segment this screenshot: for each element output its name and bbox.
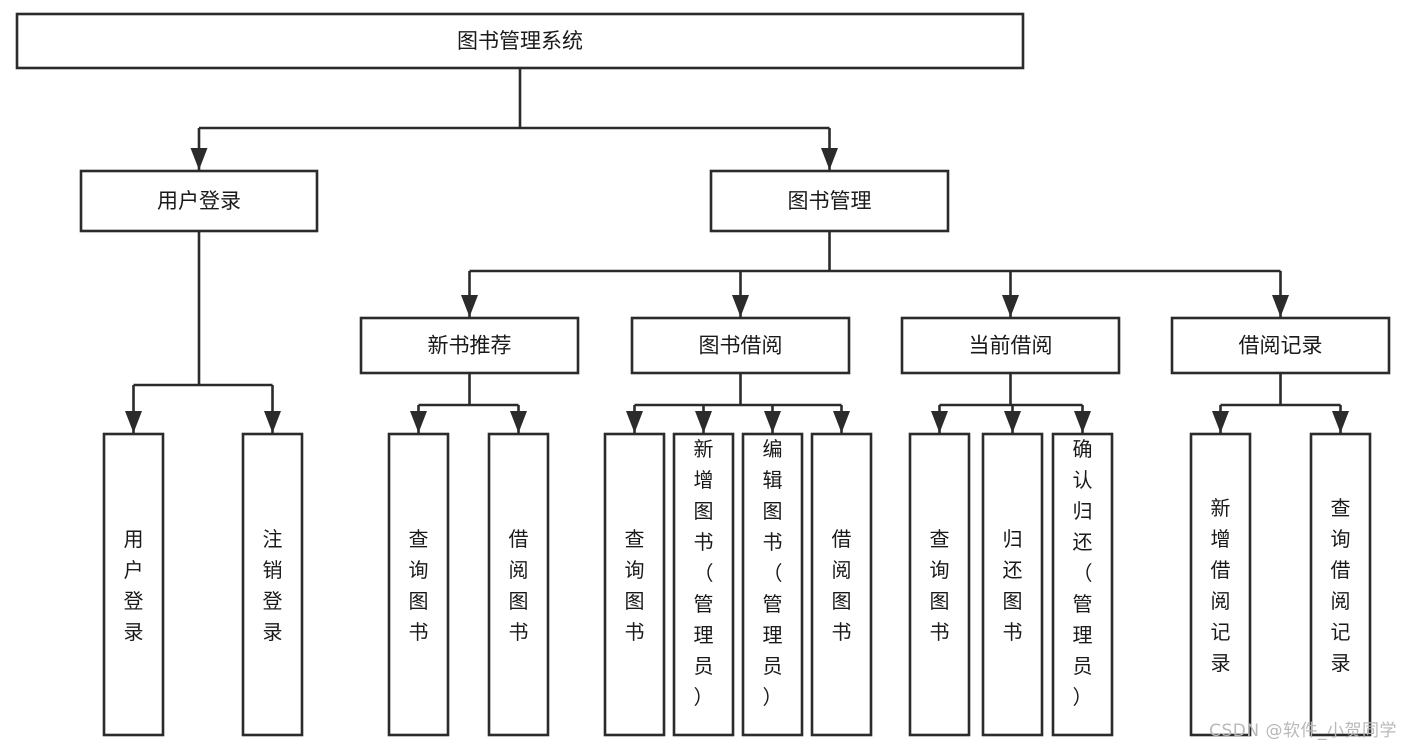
node-box[interactable] [487, 432, 550, 737]
arrow-head-icon [1272, 295, 1289, 317]
node-label: 编辑图书（管理员） [763, 437, 783, 709]
node-l_return[interactable]: 归还图书 [981, 432, 1044, 737]
node-label: 当前借阅 [969, 334, 1053, 358]
node-label: 借阅图书 [509, 527, 529, 644]
node-box[interactable] [1189, 432, 1252, 737]
node-box[interactable] [672, 432, 735, 737]
node-box[interactable] [981, 432, 1044, 737]
node-box[interactable] [1051, 432, 1114, 737]
node-box[interactable] [102, 432, 165, 737]
arrow-head-icon [125, 411, 142, 433]
node-l_add_book[interactable]: 新增图书（管理员） [672, 432, 735, 737]
connector-layer [125, 68, 1349, 433]
node-label: 注销登录 [263, 527, 283, 644]
node-l_add_rec[interactable]: 新增借阅记录 [1189, 432, 1252, 737]
node-l_q3[interactable]: 查询图书 [908, 432, 971, 737]
node-box[interactable] [1170, 316, 1391, 375]
node-box[interactable] [359, 316, 580, 375]
node-n_records[interactable]: 借阅记录 [1170, 316, 1391, 375]
arrow-head-icon [833, 411, 850, 433]
node-box[interactable] [741, 432, 804, 737]
arrow-head-icon [1332, 411, 1349, 433]
node-box[interactable] [709, 169, 950, 233]
arrow-head-icon [695, 411, 712, 433]
node-box[interactable] [1309, 432, 1372, 737]
node-label: 图书借阅 [699, 334, 783, 358]
node-l_confirm[interactable]: 确认归还（管理员） [1051, 432, 1114, 737]
node-box[interactable] [630, 316, 851, 375]
node-l_q2[interactable]: 查询图书 [603, 432, 666, 737]
node-root[interactable]: 图书管理系统 [15, 12, 1025, 70]
arrow-head-icon [764, 411, 781, 433]
node-l_logout[interactable]: 注销登录 [241, 432, 304, 737]
node-label: 新增借阅记录 [1211, 496, 1231, 675]
arrow-head-icon [1004, 411, 1021, 433]
node-label: 归还图书 [1003, 527, 1023, 644]
node-label: 查询图书 [409, 527, 429, 644]
node-n_new_rec[interactable]: 新书推荐 [359, 316, 580, 375]
node-layer: 图书管理系统用户登录图书管理新书推荐图书借阅当前借阅借阅记录用户登录注销登录查询… [15, 12, 1391, 737]
arrow-head-icon [190, 148, 208, 170]
node-box[interactable] [810, 432, 873, 737]
node-n_user_login[interactable]: 用户登录 [79, 169, 319, 233]
node-l_b1[interactable]: 借阅图书 [487, 432, 550, 737]
node-l_q_rec[interactable]: 查询借阅记录 [1309, 432, 1372, 737]
node-l_b2[interactable]: 借阅图书 [810, 432, 873, 737]
arrow-head-icon [626, 411, 643, 433]
node-box[interactable] [241, 432, 304, 737]
node-box[interactable] [908, 432, 971, 737]
node-label: 查询借阅记录 [1331, 496, 1351, 675]
arrow-head-icon [1074, 411, 1091, 433]
node-label: 新增图书（管理员） [694, 437, 714, 709]
node-l_edit_book[interactable]: 编辑图书（管理员） [741, 432, 804, 737]
node-label: 图书管理系统 [457, 29, 583, 53]
arrow-head-icon [732, 295, 749, 317]
node-n_current[interactable]: 当前借阅 [900, 316, 1121, 375]
arrow-head-icon [461, 295, 478, 317]
node-l_q1[interactable]: 查询图书 [387, 432, 450, 737]
node-label: 借阅图书 [832, 527, 852, 644]
node-box[interactable] [900, 316, 1121, 375]
arrow-head-icon [821, 148, 838, 170]
node-label: 查询图书 [930, 527, 950, 644]
node-label: 新书推荐 [428, 334, 512, 358]
node-n_book_mgmt[interactable]: 图书管理 [709, 169, 950, 233]
node-box[interactable] [79, 169, 319, 233]
node-label: 图书管理 [788, 189, 872, 213]
node-n_borrow[interactable]: 图书借阅 [630, 316, 851, 375]
node-l_user_login[interactable]: 用户登录 [102, 432, 165, 737]
arrow-head-icon [1002, 295, 1019, 317]
watermark-label: CSDN @软件_小贺同学 [1209, 721, 1397, 741]
node-label: 用户登录 [157, 189, 241, 213]
node-box[interactable] [15, 12, 1025, 70]
node-box[interactable] [387, 432, 450, 737]
arrow-head-icon [264, 411, 281, 433]
node-label: 确认归还（管理员） [1073, 437, 1093, 709]
arrow-head-icon [510, 411, 527, 433]
node-label: 借阅记录 [1239, 334, 1323, 358]
node-label: 查询图书 [625, 527, 645, 644]
node-box[interactable] [603, 432, 666, 737]
arrow-head-icon [931, 411, 948, 433]
arrow-head-icon [410, 411, 427, 433]
node-label: 用户登录 [124, 527, 144, 644]
arrow-head-icon [1212, 411, 1229, 433]
